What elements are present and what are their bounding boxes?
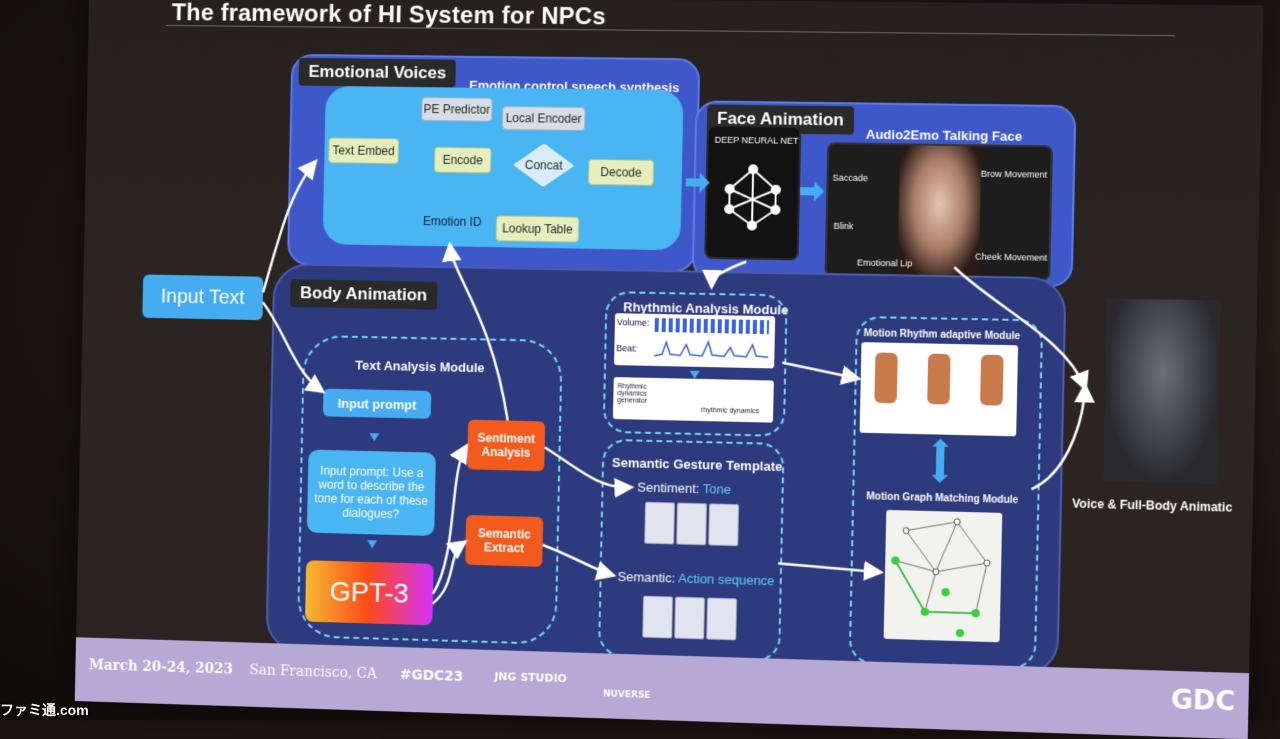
- gesture-thumb-5: [674, 597, 705, 640]
- deep-neural-net-label: DEEP NEURAL NET: [715, 135, 799, 146]
- emotion-id-label: Emotion ID: [423, 214, 482, 229]
- title-divider: [166, 25, 1175, 36]
- mannequin-1: [874, 352, 897, 403]
- prompt-text-node: Input prompt: Use a word to describe the…: [307, 450, 436, 536]
- gesture-thumb-6: [706, 597, 737, 640]
- cheek-label: Cheek Movement: [975, 251, 1047, 262]
- motion-graph-image: [884, 510, 1003, 642]
- volume-bars: [655, 318, 770, 334]
- sentiment-value: Tone: [703, 481, 732, 497]
- text-embed-node: Text Embed: [328, 137, 399, 164]
- nuverse-logo: NUVERSE: [603, 689, 651, 700]
- text-analysis-title: Text Analysis Module: [355, 358, 485, 376]
- gpt3-node: GPT-3: [305, 560, 434, 625]
- blink-label: Blink: [833, 221, 853, 231]
- npc-character-image: [1103, 298, 1220, 483]
- neural-net-icon: [717, 161, 789, 232]
- encode-node: Encode: [434, 147, 492, 174]
- decode-node: Decode: [588, 159, 654, 186]
- input-prompt-node: Input prompt: [323, 389, 431, 419]
- local-encoder-node: Local Encoder: [502, 106, 586, 131]
- volume-label: Volume:: [617, 317, 650, 328]
- brow-label: Brow Movement: [981, 169, 1048, 180]
- motion-graph-network: [884, 510, 1003, 642]
- event-hashtag: #GDC23: [400, 667, 464, 685]
- input-text-node: Input Text: [142, 274, 263, 320]
- emotional-voices-tag: Emotional Voices: [299, 58, 457, 88]
- event-location: San Francisco, CA: [249, 662, 377, 682]
- sentiment-prefix: Sentiment:: [637, 480, 699, 497]
- deep-neural-net-box: DEEP NEURAL NET: [704, 125, 801, 261]
- rhythm-generator-label: Rhythmic dynamics generator: [617, 383, 677, 405]
- gesture-thumb-3: [708, 503, 739, 546]
- body-animation-tag: Body Animation: [290, 279, 437, 310]
- semantic-value: Action sequence: [678, 571, 775, 589]
- semantic-prefix: Semantic:: [617, 569, 675, 586]
- event-dates: March 20-24, 2023: [89, 657, 233, 677]
- rhythm-dynamics-label: rhythmic dynamics: [701, 407, 759, 415]
- lookup-table-node: Lookup Table: [496, 215, 580, 242]
- slide: The framework of HI System for NPCs Emot…: [75, 0, 1264, 739]
- rhythm-generator-box: Rhythmic dynamics generator rhythmic dyn…: [613, 377, 774, 423]
- beat-label: Beat:: [616, 343, 637, 353]
- beat-waveform: [654, 338, 769, 360]
- sentiment-tone-label: Sentiment: Tone: [637, 480, 731, 497]
- gesture-thumb-2: [676, 503, 707, 546]
- mannequin-3: [980, 355, 1004, 406]
- pe-predictor-node: PE Predictor: [421, 97, 492, 122]
- volume-beat-chart: Volume: Beat:: [614, 313, 775, 368]
- sentiment-analysis-node: Sentiment Analysis: [467, 420, 545, 472]
- voice-body-label: Voice & Full-Body Animatic: [1072, 496, 1232, 514]
- talking-face-box: Saccade Brow Movement Blink Emotional Li…: [824, 142, 1053, 281]
- face-image: [897, 145, 981, 275]
- mannequin-2: [927, 354, 950, 405]
- gesture-thumb-4: [642, 596, 673, 639]
- gesture-thumb-1: [644, 502, 675, 545]
- watermark: ファミ通.com: [0, 700, 89, 720]
- lip-label: Emotional Lip: [857, 257, 912, 268]
- semantic-extract-node: Semantic Extract: [465, 515, 543, 567]
- studio-logo: JNG STUDIO: [494, 670, 567, 685]
- face-animation-subtitle: Audio2Emo Talking Face: [866, 127, 1023, 144]
- motion-rhythm-figures: [860, 342, 1019, 436]
- gdc-logo: GDC: [1171, 685, 1236, 718]
- saccade-label: Saccade: [832, 173, 868, 184]
